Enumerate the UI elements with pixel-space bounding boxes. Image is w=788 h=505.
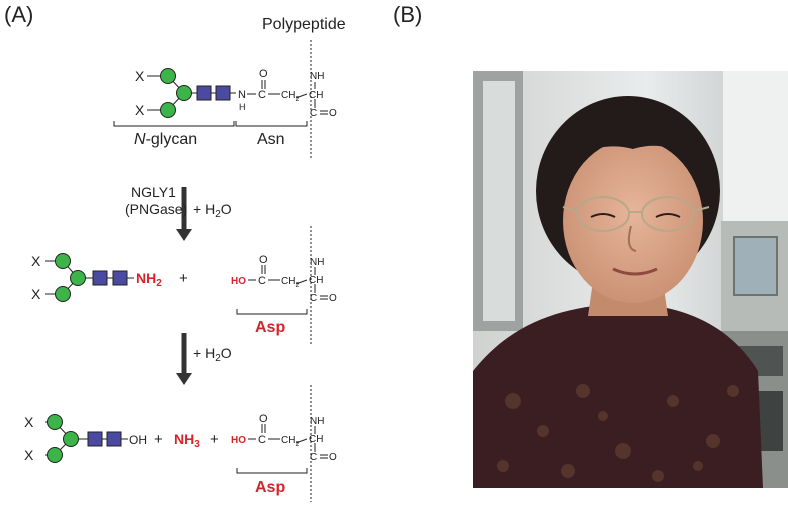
c-atom: C (310, 108, 317, 119)
c-atom: C (310, 293, 317, 304)
ch-atom: CH (309, 90, 323, 101)
mannose-icon (47, 447, 63, 463)
x-label: X (31, 286, 41, 302)
nglycan-bracket (113, 121, 308, 127)
plus-sign: + (179, 270, 188, 287)
nh-atom: NH (310, 257, 324, 268)
c-atom: C (258, 89, 266, 101)
mannose-icon (55, 286, 71, 302)
enzyme-name: NGLY1 (131, 184, 176, 200)
asp-bracket (236, 309, 308, 315)
o-atom: O (329, 108, 337, 119)
c-atom: C (310, 452, 317, 463)
x-label: X (31, 253, 41, 269)
c-atom: C (258, 434, 266, 446)
portrait-photo (473, 71, 788, 488)
asp-label: Asp (255, 319, 285, 336)
asn-label: Asn (257, 131, 285, 148)
row1-glycan (147, 68, 236, 118)
asp-bracket (236, 468, 308, 474)
ch2-atom: CH2 (281, 435, 299, 448)
glcnac-icon (106, 431, 122, 447)
oh-label: OH (129, 433, 147, 447)
water-1: + H2O (193, 201, 232, 220)
mannose-icon (70, 270, 86, 286)
ch-atom: CH (309, 275, 323, 286)
h-atom: H (239, 102, 246, 112)
plus-sign: + (210, 431, 219, 448)
ch2-atom: CH2 (281, 90, 299, 103)
row2-glycan (45, 253, 134, 302)
nglycan-label: N-glycan (134, 131, 197, 148)
nh2-label: NH2 (136, 270, 162, 289)
mannose-icon (47, 414, 63, 430)
asp-bonds-2 (248, 265, 328, 300)
polypeptide-label: Polypeptide (262, 16, 346, 33)
o-atom: O (259, 254, 268, 266)
panel-a-label: (A) (4, 2, 34, 27)
n-atom: N (238, 89, 246, 101)
x-label: X (135, 68, 145, 84)
nh3-label: NH3 (174, 431, 200, 450)
glcnac-icon (87, 431, 103, 447)
nh-atom: NH (310, 71, 324, 82)
ch-atom: CH (309, 434, 323, 445)
asp-label: Asp (255, 479, 285, 496)
ch2-atom: CH2 (281, 276, 299, 289)
ho-label: HO (231, 276, 246, 287)
asn-bonds (247, 80, 328, 115)
water-2: + H2O (193, 345, 232, 364)
o-atom: O (329, 452, 337, 463)
panel-b-label: (B) (393, 2, 423, 27)
glcnac-icon (92, 270, 108, 286)
row3-glycan (45, 414, 128, 463)
o-atom: O (329, 293, 337, 304)
enzyme-alias: (PNGase) (125, 201, 187, 217)
o-atom: O (259, 413, 268, 425)
nh-atom: NH (310, 416, 324, 427)
o-atom: O (259, 68, 268, 80)
mannose-icon (160, 102, 176, 118)
mannose-icon (55, 253, 71, 269)
glcnac-icon (215, 85, 231, 101)
mannose-icon (160, 68, 176, 84)
ho-label: HO (231, 435, 246, 446)
c-atom: C (258, 275, 266, 287)
glcnac-icon (196, 85, 212, 101)
x-label: X (24, 447, 34, 463)
mannose-icon (176, 85, 192, 101)
x-label: X (135, 102, 145, 118)
plus-sign: + (154, 431, 163, 448)
x-label: X (24, 414, 34, 430)
glcnac-icon (112, 270, 128, 286)
asp-bonds-3 (248, 424, 328, 459)
mannose-icon (63, 431, 79, 447)
